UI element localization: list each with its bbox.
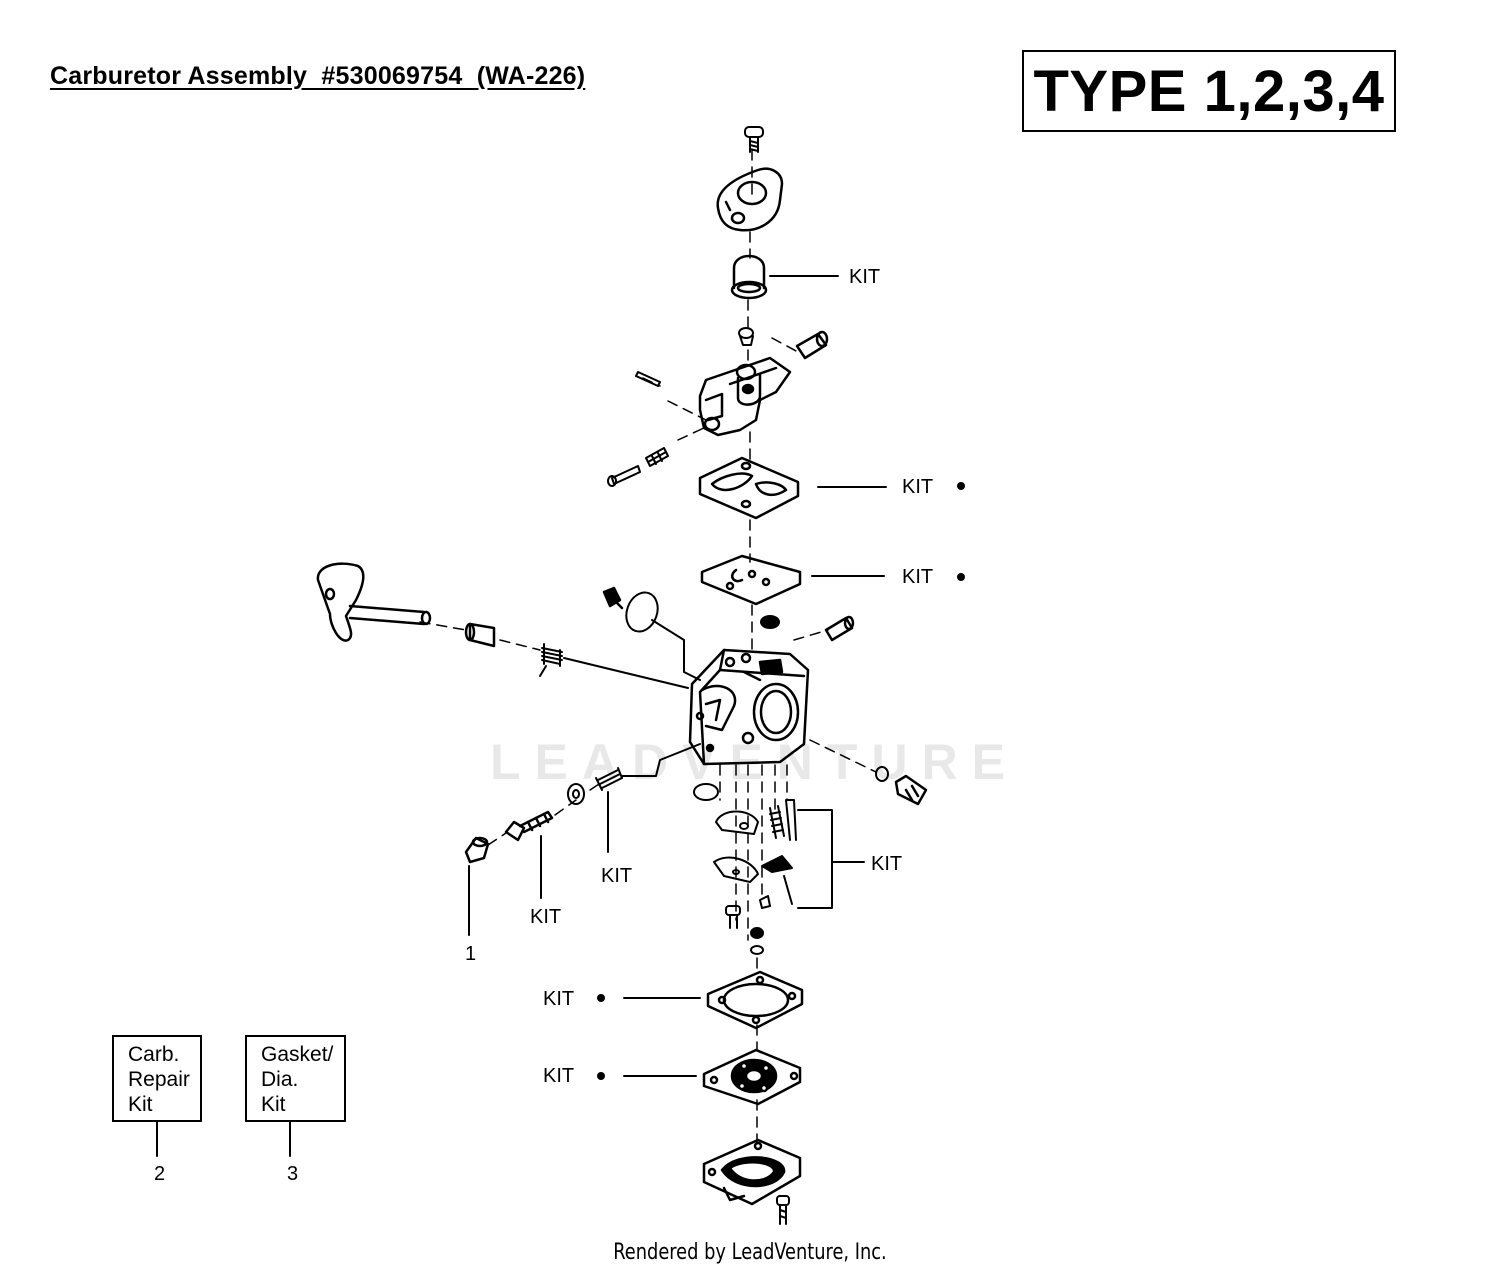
pump-body	[698, 356, 792, 437]
pin-left	[635, 371, 661, 387]
pump-gasket	[698, 456, 800, 520]
adjust-screw	[607, 465, 641, 487]
pump-cover	[716, 167, 784, 232]
limiter-cap	[464, 836, 490, 864]
metering-parts	[713, 799, 797, 909]
kit-label-metering-diaphragm: KIT	[543, 1065, 575, 1087]
carburetor-body	[688, 648, 810, 766]
top-screw	[744, 126, 764, 153]
inlet-screen	[760, 615, 780, 629]
choke-plate	[625, 591, 659, 633]
seal-washer	[750, 927, 764, 939]
needle-link	[621, 743, 701, 777]
carb-repair-kit-box: Carb. Repair Kit	[112, 1035, 202, 1122]
kit-label-primer-bulb: KIT	[849, 266, 881, 288]
box-line: Repair	[128, 1068, 190, 1091]
metering-diaphragm-dot	[597, 1072, 605, 1080]
oring-small	[750, 945, 764, 955]
kit-label-metering-gasket: KIT	[543, 988, 575, 1010]
kit-label-low-needle: KIT	[530, 906, 562, 928]
type-badge: TYPE 1,2,3,4	[1022, 50, 1396, 132]
idle-screw	[894, 774, 928, 806]
footer-credit: Rendered by LeadVenture, Inc.	[613, 1240, 887, 1265]
inlet-fitting	[824, 615, 855, 642]
metering-gasket-dot	[597, 994, 605, 1002]
kit-label-needle-spring: KIT	[601, 865, 633, 887]
welch-plug	[693, 783, 719, 801]
throttle-spring	[539, 643, 563, 677]
box-line: Kit	[261, 1093, 286, 1116]
metering-cover	[702, 1138, 802, 1206]
box-line: Kit	[128, 1093, 153, 1116]
throttle-lever	[316, 562, 432, 642]
fuel-fitting	[795, 330, 829, 360]
choke-link	[651, 619, 701, 681]
part-number-carb-repair-kit: 2	[154, 1163, 166, 1185]
spring-link	[563, 657, 689, 689]
kit-label-metering-group: KIT	[871, 853, 903, 875]
idle-screw-oring	[875, 766, 889, 782]
metering-diaphragm	[702, 1048, 802, 1106]
page-title: Carburetor Assembly #530069754 (WA-226)	[50, 62, 586, 90]
part-number-limiter-cap: 1	[465, 943, 477, 965]
cover-screw	[776, 1195, 790, 1225]
adjust-spring	[645, 447, 669, 467]
kit-label-pump-diaphragm: KIT	[902, 566, 934, 588]
box-line: Carb.	[128, 1043, 180, 1066]
gasket-dia-kit-box: Gasket/ Dia. Kit	[245, 1035, 346, 1122]
metering-screw	[725, 905, 741, 929]
shaft-bushing	[464, 622, 496, 648]
pump-gasket-dot	[957, 482, 965, 490]
needle-spring	[595, 767, 623, 791]
choke-screw	[602, 586, 624, 610]
pump-diaphragm	[700, 554, 802, 606]
center-axis-lines	[419, 149, 877, 1151]
primer-bulb	[730, 254, 768, 300]
needle-washer	[567, 783, 585, 805]
box-line: Dia.	[261, 1068, 299, 1091]
metering-gasket	[706, 970, 804, 1030]
pump-diaphragm-dot	[957, 573, 965, 581]
box-line: Gasket/	[261, 1043, 334, 1066]
metering-group-bracket	[797, 809, 865, 909]
kit-label-pump-gasket: KIT	[902, 476, 934, 498]
check-valve	[738, 327, 754, 346]
part-number-gasket-dia-kit: 3	[287, 1163, 299, 1185]
low-needle	[504, 810, 554, 842]
